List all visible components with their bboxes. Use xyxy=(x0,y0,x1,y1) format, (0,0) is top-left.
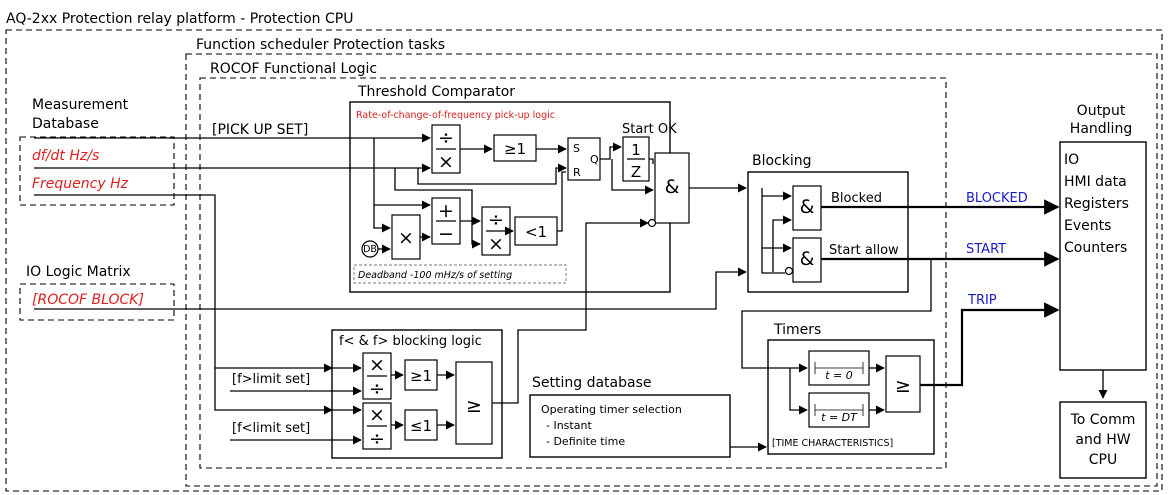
platform-title: AQ-2xx Protection relay platform - Prote… xyxy=(6,11,353,27)
start-and-label: & xyxy=(800,248,815,270)
timer-characteristics: [TIME CHARACTERISTICS] xyxy=(772,438,893,449)
measurement-title-2: Database xyxy=(32,116,99,132)
output-item-io: IO xyxy=(1064,152,1079,168)
flimit-lo-label: [f<limit set] xyxy=(232,421,310,436)
sr-s: S xyxy=(573,142,580,155)
blocked-output: BLOCKED xyxy=(966,191,1028,206)
rocof-block-signal: [ROCOF BLOCK] xyxy=(32,292,144,308)
output-handling-title-2: Handling xyxy=(1070,121,1132,137)
blocking-block xyxy=(747,171,909,293)
freq-blocking-title: f< & f> blocking logic xyxy=(339,334,482,349)
measurement-title-1: Measurement xyxy=(32,97,129,113)
trip-output: TRIP xyxy=(967,293,997,308)
multiply-block-symbol: × xyxy=(398,227,414,249)
setting-db-line1: Operating timer selection xyxy=(541,403,682,416)
timer-or-label: ≥ xyxy=(895,375,911,397)
timers-title: Timers xyxy=(773,322,821,338)
delay-numerator: 1 xyxy=(631,141,641,159)
scheduler-boundary xyxy=(185,53,1158,487)
start-output: START xyxy=(966,242,1006,257)
fhi-mul: × xyxy=(369,354,385,376)
comm-cpu-block xyxy=(1059,401,1147,479)
dfdt-signal: df/dt Hz/s xyxy=(32,148,99,164)
scheduler-title: Function scheduler Protection tasks xyxy=(196,37,445,53)
platform-boundary xyxy=(5,29,1163,492)
minus-symbol: − xyxy=(438,223,454,245)
logic-boundary xyxy=(199,77,947,469)
and-invert-bubble xyxy=(647,218,657,228)
deadband-source-label: DB xyxy=(363,244,377,255)
blocked-label: Blocked xyxy=(831,191,882,206)
or-gate xyxy=(493,134,537,162)
io-logic-matrix xyxy=(19,283,175,321)
flimit-hi-label: [f>limit set] xyxy=(232,372,310,387)
timer-definite-label: t = DT xyxy=(821,411,858,424)
delay-denominator: Z xyxy=(631,163,641,181)
output-item-registers: Registers xyxy=(1064,196,1129,212)
output-handling-title-1: Output xyxy=(1077,103,1126,119)
multiply-symbol-2: × xyxy=(488,233,504,255)
output-item-hmi: HMI data xyxy=(1064,174,1127,190)
comm-line1: To Comm xyxy=(1070,412,1136,428)
freq-or-label: ≥ xyxy=(466,395,482,417)
multiply-symbol: × xyxy=(438,151,454,173)
plus-symbol: + xyxy=(438,200,454,222)
divide-symbol: ÷ xyxy=(438,127,454,149)
freq-or-gate xyxy=(455,361,493,445)
threshold-comparator xyxy=(349,101,671,293)
start-and-gate xyxy=(792,237,822,283)
flo-le1-label: ≤1 xyxy=(410,417,432,435)
fhi-ge1-label: ≥1 xyxy=(410,367,432,385)
setting-db-line2: - Instant xyxy=(546,419,592,432)
measurement-database xyxy=(19,136,175,206)
timer-instant-label: t = 0 xyxy=(825,369,853,382)
fhi-div: ÷ xyxy=(369,378,385,400)
blocking-title: Blocking xyxy=(752,153,812,169)
start-ok-label: Start OK xyxy=(622,122,677,137)
blocked-and-label: & xyxy=(800,196,815,218)
sr-r: R xyxy=(573,166,581,179)
deadband-note xyxy=(353,264,567,284)
less-than-label: <1 xyxy=(525,223,547,241)
sr-flipflop xyxy=(567,137,601,181)
comm-line2: and HW xyxy=(1075,432,1130,448)
logic-title: ROCOF Functional Logic xyxy=(210,61,377,77)
fhi-ge1 xyxy=(404,359,438,391)
pickup-set-label: [PICK UP SET] xyxy=(212,122,308,138)
setting-database xyxy=(529,394,731,458)
or-gate-label: ≥1 xyxy=(504,140,526,158)
timer-or-gate xyxy=(885,355,921,413)
deadband-text: Deadband -100 mHz/s of setting xyxy=(358,270,512,281)
threshold-subtitle: Rate-of-change-of-frequency pick-up logi… xyxy=(356,110,555,121)
and-gate-label: & xyxy=(665,176,680,198)
flo-div: ÷ xyxy=(369,428,385,450)
divide-symbol-2: ÷ xyxy=(488,209,504,231)
threshold-title: Threshold Comparator xyxy=(357,84,515,100)
io-matrix-title: IO Logic Matrix xyxy=(26,264,131,280)
output-item-events: Events xyxy=(1064,218,1111,234)
multiply-block xyxy=(391,214,421,260)
start-allow-label: Start allow xyxy=(829,243,899,258)
setting-db-title: Setting database xyxy=(532,375,652,391)
sr-q: Q xyxy=(590,153,599,166)
flo-mul: × xyxy=(369,404,385,426)
start-invert-bubble xyxy=(784,266,794,276)
output-item-counters: Counters xyxy=(1064,240,1127,256)
comm-line3: CPU xyxy=(1089,452,1117,468)
setting-db-line3: - Definite time xyxy=(546,435,625,448)
flo-le1 xyxy=(404,409,438,441)
frequency-signal: Frequency Hz xyxy=(32,176,129,192)
